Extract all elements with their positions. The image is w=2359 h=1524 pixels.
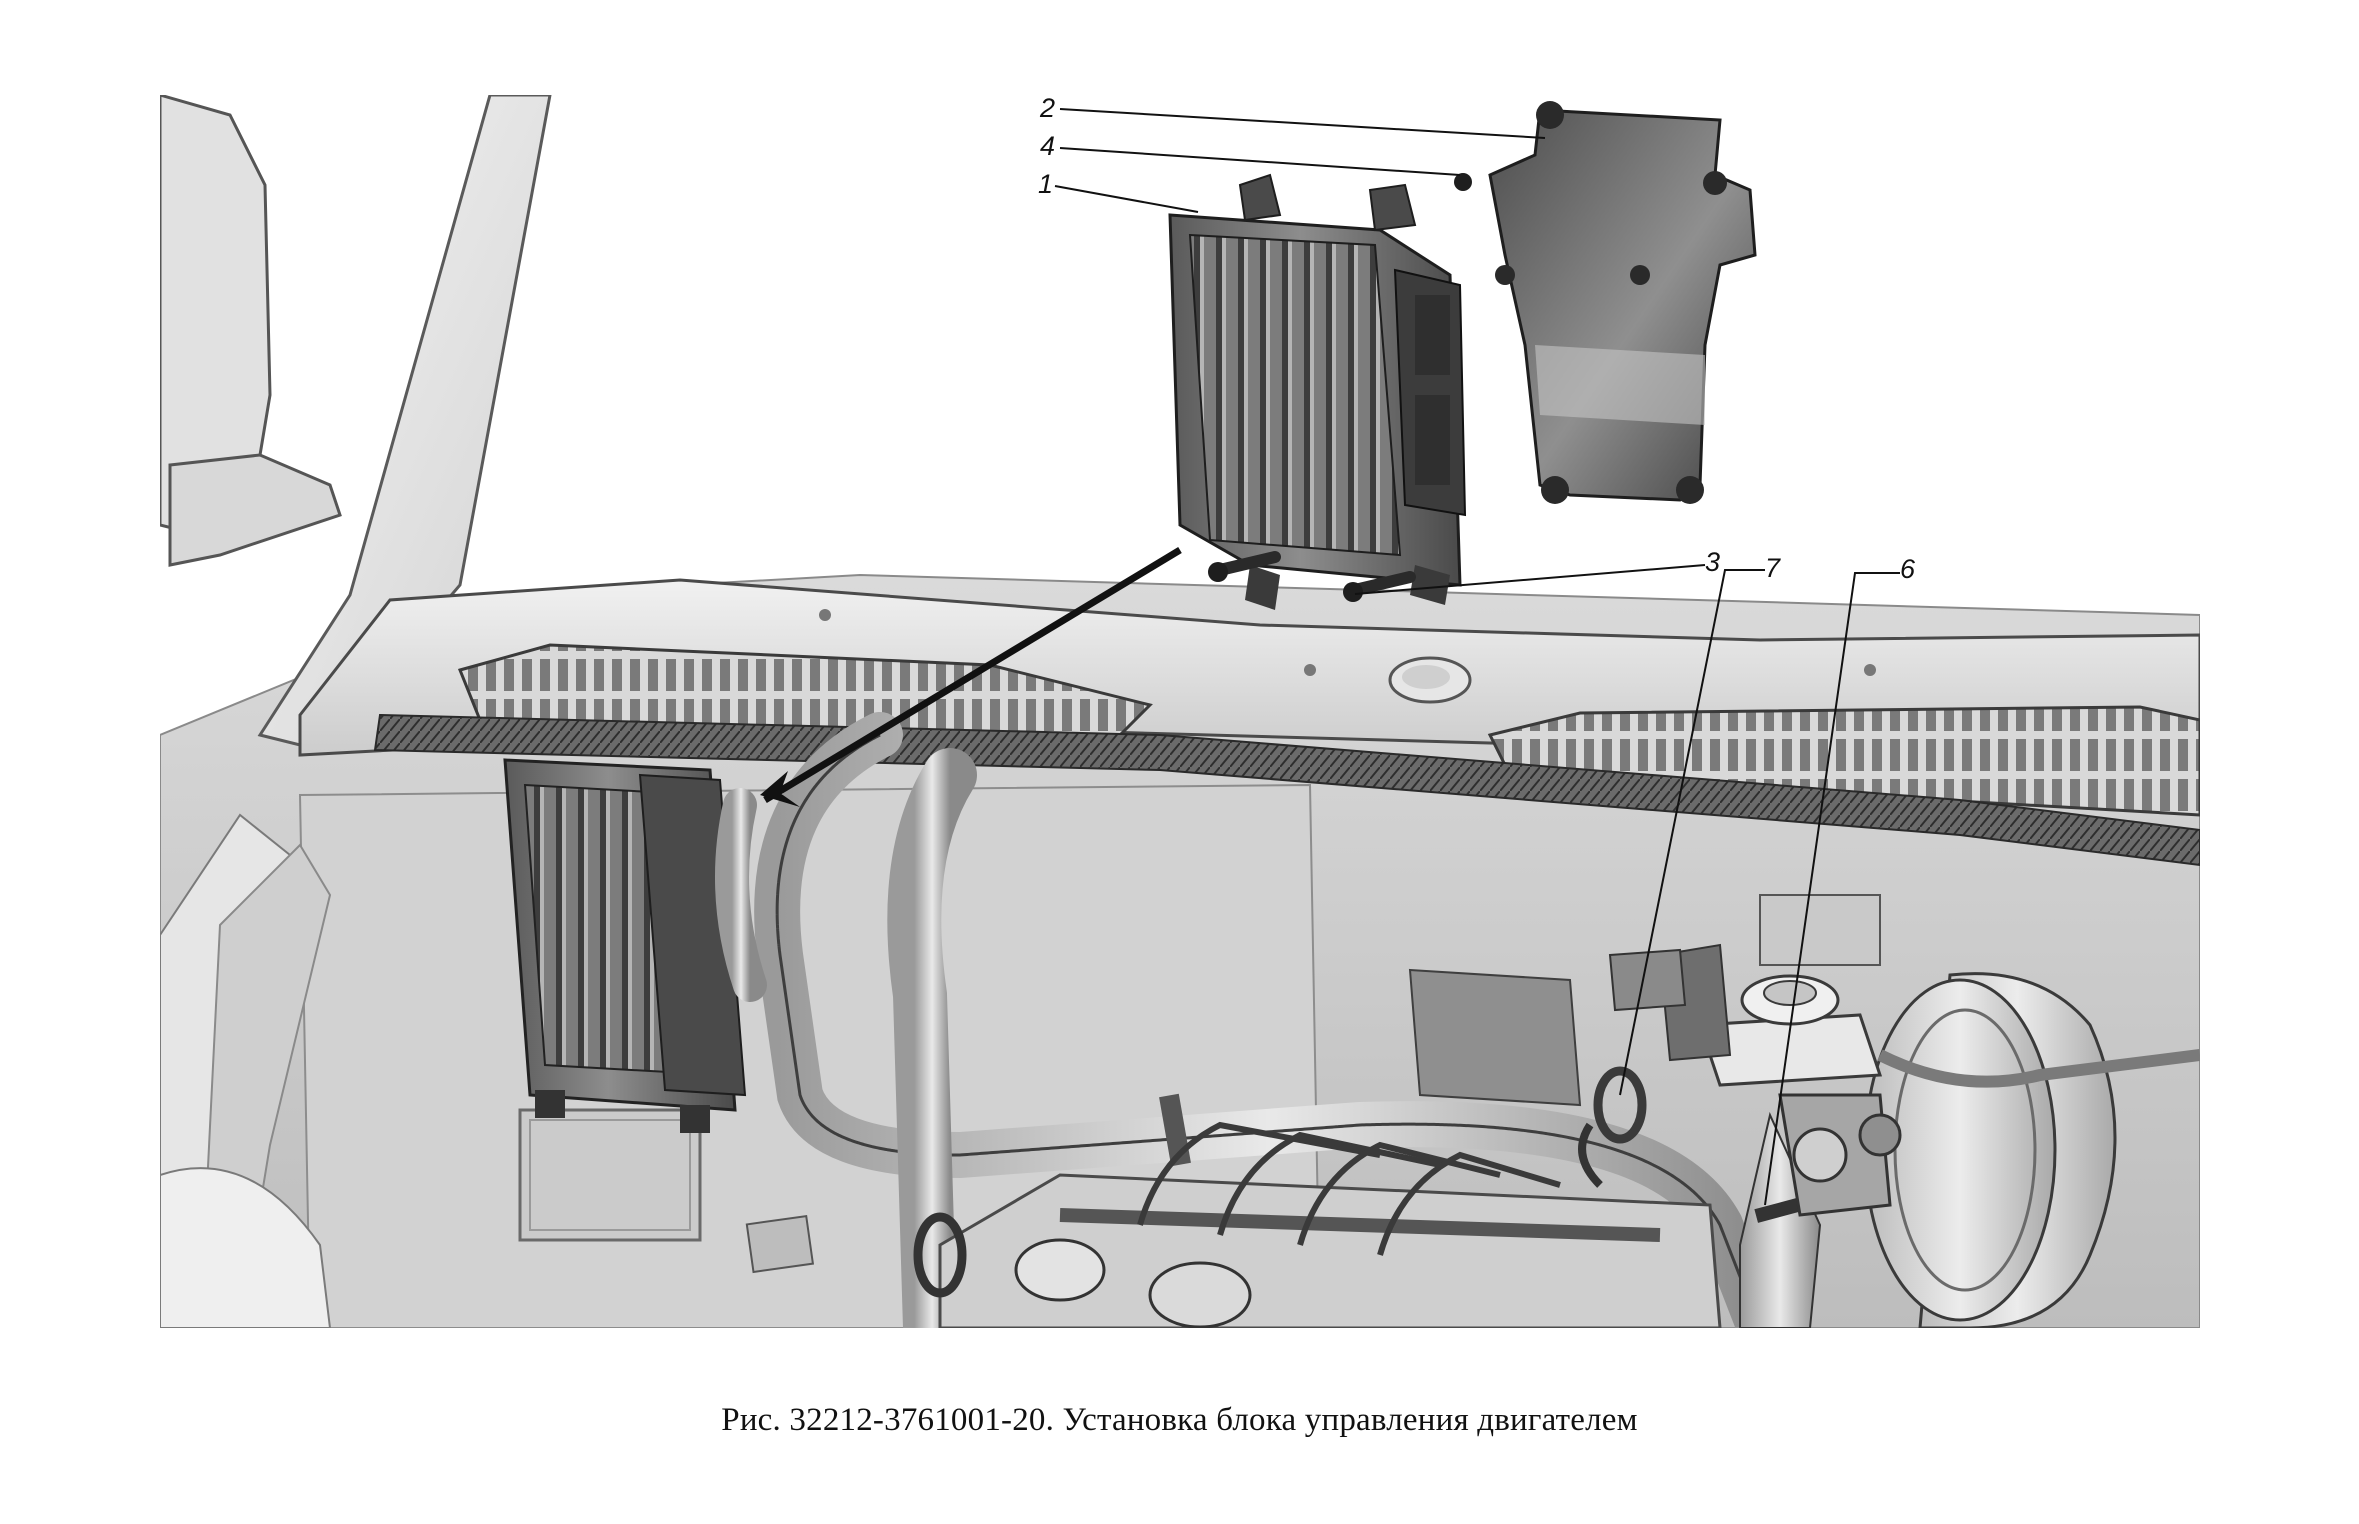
engine-control-unit-installation-diagram: 1 2 3 4 6 7	[160, 95, 2200, 1328]
callout-6: 6	[1900, 554, 1916, 584]
callout-1: 1	[1038, 169, 1053, 199]
brake-booster	[1608, 894, 2200, 1328]
callout-2: 2	[1039, 95, 1055, 123]
callout-labels: 1 2 3 4 6 7	[1038, 95, 1916, 584]
figure-caption: Рис. 32212-3761001-20. Установка блока у…	[721, 1402, 1638, 1438]
callout-3: 3	[1705, 547, 1720, 577]
hoses	[715, 712, 1826, 1328]
ecu-exploded	[1168, 173, 1467, 610]
callout-7: 7	[1765, 553, 1781, 583]
callout-4: 4	[1040, 131, 1055, 161]
engine-top	[913, 1121, 1722, 1328]
installed-ecu	[503, 758, 747, 1133]
explosion-arrow	[760, 547, 1182, 807]
mounting-bracket	[1454, 101, 1757, 504]
mounting-screws	[1208, 551, 1416, 602]
callout-leaders	[1054, 108, 1900, 1206]
